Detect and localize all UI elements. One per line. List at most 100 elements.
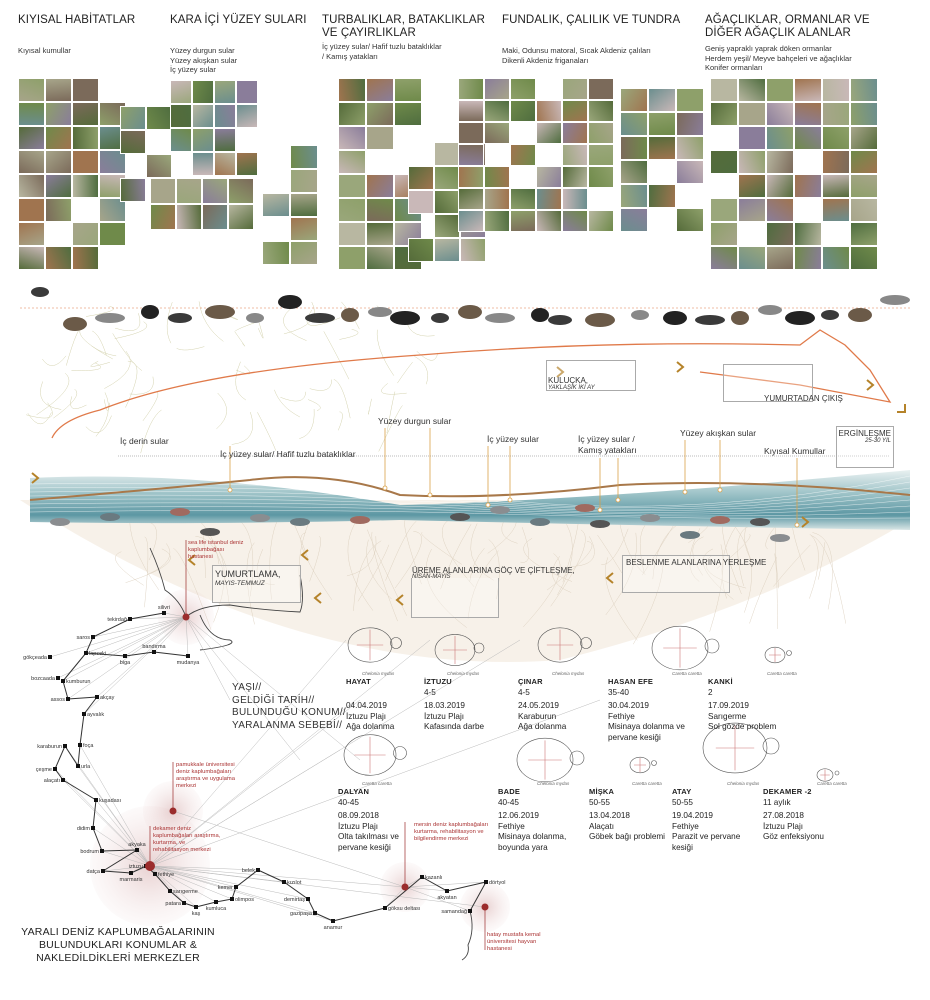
turtle-age: 50-55 (589, 797, 610, 807)
plant-photo (236, 152, 258, 176)
seagrass-stroke (385, 521, 417, 581)
turtle-place: Alaçatı (589, 821, 615, 831)
plant-photo (72, 246, 99, 270)
chevron-icon (676, 361, 685, 373)
legend-line: YAŞI// (232, 682, 262, 693)
plant-photo (510, 144, 536, 166)
location-label: akyaka (128, 842, 146, 848)
plant-photo (394, 78, 422, 102)
location-label: akçay (100, 695, 115, 701)
plant-photo (434, 142, 460, 166)
plant-photo (228, 204, 254, 230)
route-segment (314, 912, 334, 922)
plant-photo (72, 78, 99, 102)
route-segment (102, 870, 132, 874)
grass-stroke (234, 331, 246, 347)
fish-icon (770, 534, 790, 542)
marmara-coast (149, 547, 303, 651)
plant-photo (338, 174, 366, 198)
grass-stroke (309, 379, 333, 391)
plant-photo (766, 246, 794, 270)
turtle-species: Caretta caretta (767, 671, 797, 676)
plant-photo (562, 122, 588, 144)
turtle-age: 40-45 (338, 797, 359, 807)
stage-feeding: BESLENME ALANLARINA YERLEŞME (622, 555, 766, 593)
transfer-line (185, 616, 231, 701)
location-label: lapseki (89, 651, 106, 657)
seagrass-stroke (774, 553, 778, 629)
habitat-title: KIYISAL HABİTATLAR (18, 14, 136, 26)
route-segment (67, 696, 98, 700)
sea-floor-shade (20, 500, 910, 662)
fish-icon (490, 506, 510, 514)
turtle-cause: Ağa dolanma (518, 722, 567, 731)
animal-silhouette (758, 305, 782, 315)
fish-icon (640, 514, 660, 522)
turtle-cause: Misinaya dolanma, boyunda yara (498, 832, 567, 852)
grass-stroke (235, 365, 251, 375)
route-segment (92, 799, 97, 829)
turtle-date: 17.09.2019 (708, 701, 749, 710)
plant-photo (176, 204, 202, 230)
location-node (153, 872, 157, 876)
location-label: bodrum (80, 849, 99, 855)
chevron-icon (31, 472, 40, 484)
location-node (61, 679, 65, 683)
plant-photo (484, 210, 510, 232)
plant-photo (676, 112, 704, 136)
transfer-line (149, 865, 237, 888)
plant-photo (850, 78, 878, 102)
route-segment (54, 745, 66, 770)
plant-photo (766, 198, 794, 222)
location-label: kazanlı (425, 875, 442, 881)
water-label: İç yüzey sular/ Hafif tuzlu bataklıklar (220, 449, 356, 459)
turtle-species: Chelonia mydas (552, 671, 585, 676)
plant-photo (794, 246, 822, 270)
legend-line: YARALANMA SEBEBİ// (232, 719, 343, 731)
plant-photo (214, 128, 236, 152)
turtle-age: 4-5 (518, 687, 530, 697)
animal-silhouette (141, 305, 159, 319)
turtle-name: DEKAMER -2 (763, 787, 812, 796)
grass-stroke (53, 388, 78, 419)
plant-photo (170, 128, 192, 152)
stage-title: YUMURTLAMA, (215, 569, 281, 579)
location-label: mudanya (177, 660, 201, 666)
transfer-line (149, 865, 486, 908)
location-node (162, 611, 166, 615)
plant-photo (850, 174, 878, 198)
seagrass-stroke (425, 548, 467, 628)
grass-stroke (71, 362, 101, 371)
location-label: anamur (324, 925, 343, 931)
stage-title: YUMURTADAN ÇIKIŞ (764, 394, 843, 403)
fish-icon (710, 516, 730, 524)
plant-photo (408, 190, 434, 214)
route-segment (92, 827, 103, 852)
habitat-line: Dikenli Akdeniz friganaları (502, 55, 589, 65)
transfer-line (149, 865, 334, 922)
grass-stroke (333, 379, 351, 419)
plant-photo (338, 150, 366, 174)
transfer-line (79, 744, 151, 867)
route-segment (129, 612, 165, 620)
transfer-line (92, 616, 187, 638)
plant-photo (766, 150, 794, 174)
location-label: kuşadası (99, 798, 121, 804)
plant-photo (710, 246, 738, 270)
stage-subtitle: 25-30 YIL (865, 438, 891, 444)
seagrass-stroke (709, 544, 724, 632)
seagrass-stroke (522, 553, 561, 628)
location-node (484, 880, 488, 884)
route-segment (92, 618, 131, 638)
plant-photo (170, 80, 192, 104)
route-segment (85, 652, 126, 657)
plant-photo (850, 102, 878, 126)
location-node (256, 868, 260, 872)
plant-photo (338, 102, 366, 126)
seagrass-stroke (550, 529, 586, 607)
turtle-head (704, 638, 720, 654)
animal-silhouette (548, 315, 572, 325)
plant-photo (620, 112, 648, 136)
transfer-line (172, 810, 406, 888)
